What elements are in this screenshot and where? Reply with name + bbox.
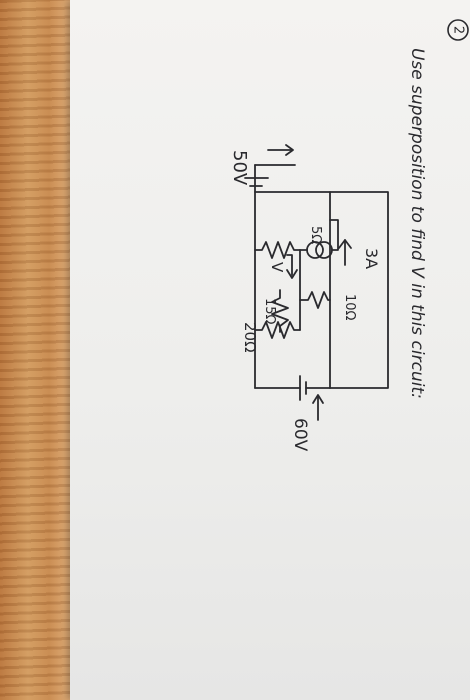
label-20-ohm: 20Ω xyxy=(241,322,259,353)
label-15-ohm: 15Ω xyxy=(262,298,277,325)
problem-number: 2 xyxy=(451,26,466,34)
resistor-5-ohm xyxy=(254,241,301,259)
label-60v: 60V xyxy=(290,418,310,452)
voltage-arrow xyxy=(286,254,293,276)
problem-number-circle xyxy=(447,19,469,41)
source-60v-arrow-head xyxy=(312,394,324,404)
label-3a: 3A xyxy=(362,248,381,269)
label-voltage: V xyxy=(268,262,286,273)
source-50v-arrow-head xyxy=(285,144,294,156)
outer-loop-wire xyxy=(254,191,389,389)
resistor-20-ohm xyxy=(254,321,301,339)
resistor-10-ohm xyxy=(299,291,331,309)
label-5-ohm: 5Ω xyxy=(308,226,323,244)
label-10-ohm: 10Ω xyxy=(342,294,357,321)
resistor-15-ohm xyxy=(271,289,289,333)
instruction-text: Use superposition to find V in this circ… xyxy=(407,48,427,399)
current-arrow-head xyxy=(338,239,352,249)
current-source-circle-a xyxy=(306,241,324,259)
circuit xyxy=(244,144,389,421)
label-50v: 50V xyxy=(229,150,250,186)
voltage-arrow-head xyxy=(286,269,298,279)
current-source-lead-right xyxy=(329,219,339,251)
wooden-table xyxy=(0,0,70,700)
paper-sheet xyxy=(70,0,470,700)
